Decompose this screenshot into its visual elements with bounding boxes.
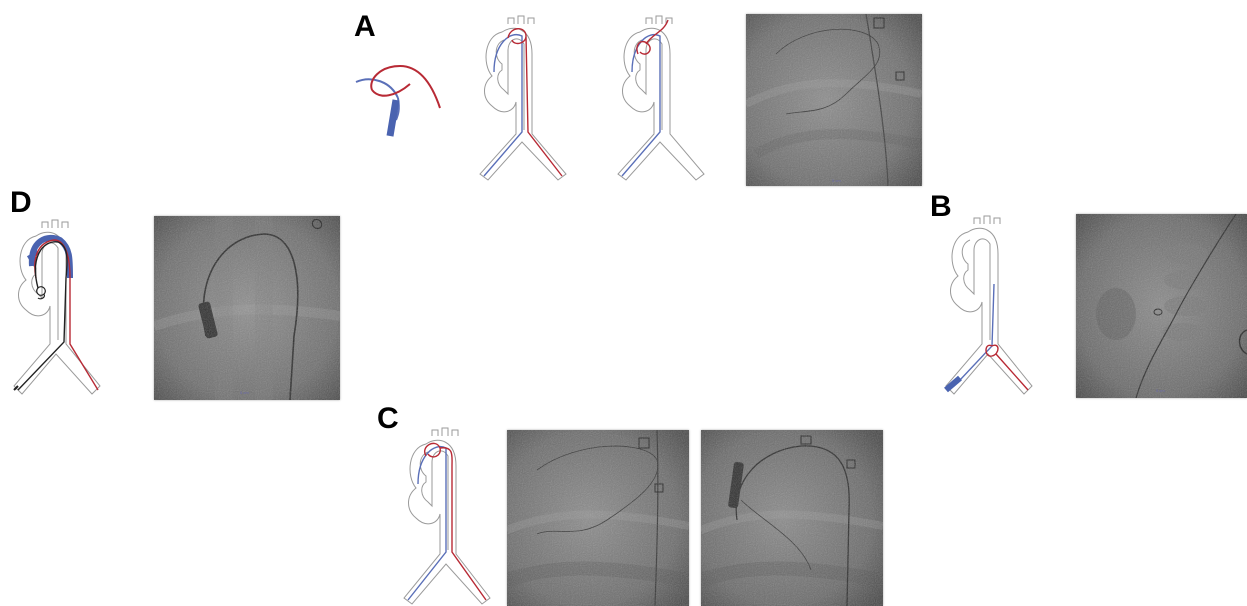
- wire-snare-loop-icon: [350, 60, 445, 140]
- aorta-diagram-a2: [612, 14, 722, 184]
- svg-text:5 cm: 5 cm: [1156, 388, 1165, 393]
- fluoroscopy-image-a: 5 cm: [746, 14, 922, 186]
- fluoroscopy-image-c2: [701, 430, 883, 606]
- fluoroscopy-image-b: 5 cm: [1076, 214, 1247, 398]
- aorta-diagram-c: [398, 426, 510, 606]
- panel-label-c: C: [377, 404, 399, 434]
- fluoroscopy-image-d: 5 cm: [154, 216, 340, 400]
- panel-label-d: D: [10, 188, 32, 218]
- fluoroscopy-image-c1: [507, 430, 689, 606]
- svg-text:5 cm: 5 cm: [240, 390, 249, 395]
- panel-label-a: A: [354, 12, 376, 42]
- svg-text:5 cm: 5 cm: [832, 178, 841, 183]
- aorta-diagram-d: [8, 218, 116, 398]
- aorta-diagram-b: [940, 214, 1050, 400]
- aorta-diagram-a1: [474, 14, 584, 184]
